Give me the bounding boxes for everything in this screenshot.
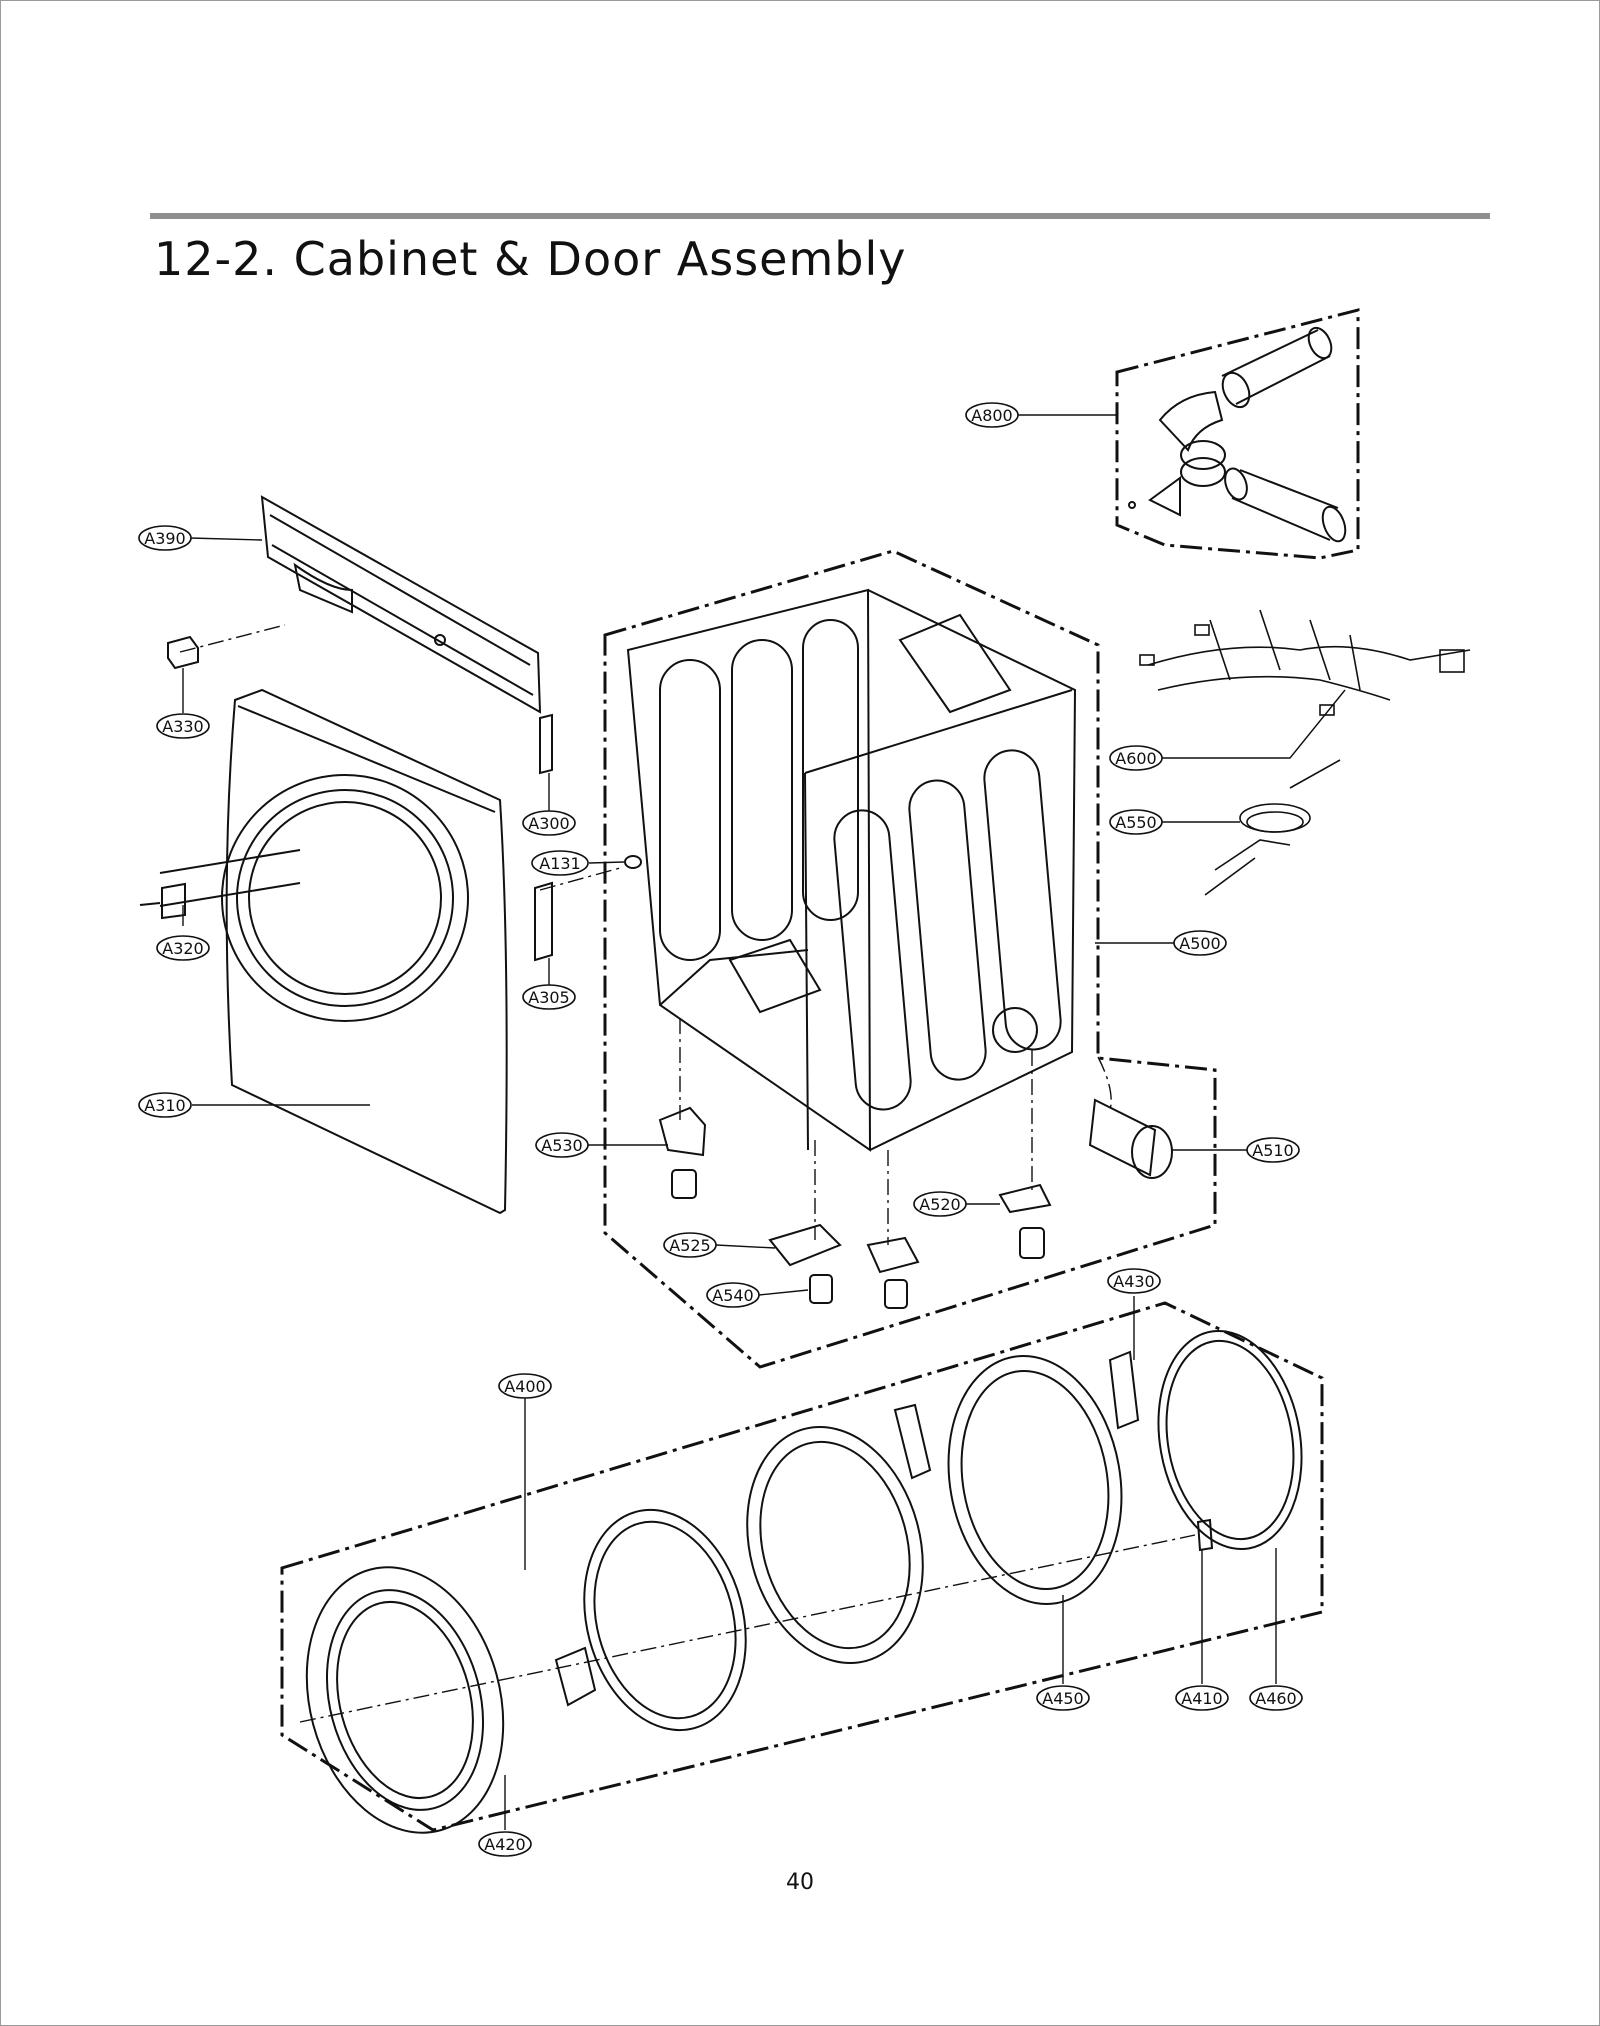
part-label-text: A520 (919, 1195, 960, 1214)
label-a390: A390 (138, 525, 192, 551)
group-outlines (280, 308, 1360, 1832)
title-rule (150, 213, 1490, 219)
label-a400: A400 (498, 1373, 552, 1399)
page-number: 40 (786, 1870, 814, 1895)
part-label-text: A550 (1115, 813, 1156, 832)
label-a540: A540 (706, 1282, 760, 1308)
label-a500: A500 (1173, 930, 1227, 956)
label-a410: A410 (1175, 1685, 1229, 1711)
leader-lines (182, 414, 1346, 1830)
duct-group-outline (1115, 308, 1360, 560)
label-a320: A320 (156, 935, 210, 961)
label-a800: A800 (965, 402, 1019, 428)
cabinet-group-outline (603, 549, 1217, 1369)
part-label-text: A300 (528, 814, 569, 833)
part-label-text: A420 (484, 1835, 525, 1854)
label-a430: A430 (1107, 1268, 1161, 1294)
label-a450: A450 (1036, 1685, 1090, 1711)
label-a525: A525 (663, 1232, 717, 1258)
part-label-text: A430 (1113, 1272, 1154, 1291)
label-a520: A520 (913, 1191, 967, 1217)
part-label-text: A525 (669, 1236, 710, 1255)
label-a131: A131 (531, 850, 589, 876)
part-label-text: A400 (504, 1377, 545, 1396)
wire-harness-parts (1139, 609, 1471, 896)
part-label-text: A450 (1042, 1689, 1083, 1708)
part-label-text: A510 (1252, 1141, 1293, 1160)
label-a305: A305 (522, 984, 576, 1010)
part-label-text: A330 (162, 717, 203, 736)
part-labels: A800 A390 A330 A300 A131 A320 A305 A310 … (138, 402, 1303, 1857)
part-label-text: A305 (528, 988, 569, 1007)
label-a600: A600 (1109, 745, 1163, 771)
leveling-legs (658, 1106, 1052, 1309)
a330-bracket (167, 635, 199, 670)
page-title: 12-2. Cabinet & Door Assembly (154, 232, 907, 286)
label-a550: A550 (1109, 809, 1163, 835)
assembly-lines (179, 624, 1196, 1723)
label-a310: A310 (138, 1092, 192, 1118)
label-a460: A460 (1249, 1685, 1303, 1711)
part-label-text: A320 (162, 939, 203, 958)
label-a420: A420 (478, 1831, 532, 1857)
part-label-text: A310 (144, 1096, 185, 1115)
door-assembly-parts (305, 1329, 1303, 1834)
part-label-text: A800 (971, 406, 1012, 425)
part-label-text: A131 (539, 854, 580, 873)
back-panel-parts (260, 495, 542, 714)
exhaust-duct-parts (1128, 326, 1347, 543)
label-a530: A530 (535, 1132, 589, 1158)
part-label-text: A540 (712, 1286, 753, 1305)
part-label-text: A410 (1181, 1689, 1222, 1708)
cabinet-body (626, 588, 1077, 1152)
door-group-outline (280, 1301, 1324, 1832)
part-label-text: A460 (1255, 1689, 1296, 1708)
label-a300: A300 (522, 810, 576, 836)
exhaust-outlet (1088, 1098, 1173, 1179)
hinge-brackets (534, 713, 642, 962)
part-label-text: A530 (541, 1136, 582, 1155)
part-label-text: A390 (144, 529, 185, 548)
part-label-text: A500 (1179, 934, 1220, 953)
label-a330: A330 (156, 713, 210, 739)
front-panel-parts (139, 688, 508, 1215)
part-label-text: A600 (1115, 749, 1156, 768)
label-a510: A510 (1246, 1137, 1300, 1163)
